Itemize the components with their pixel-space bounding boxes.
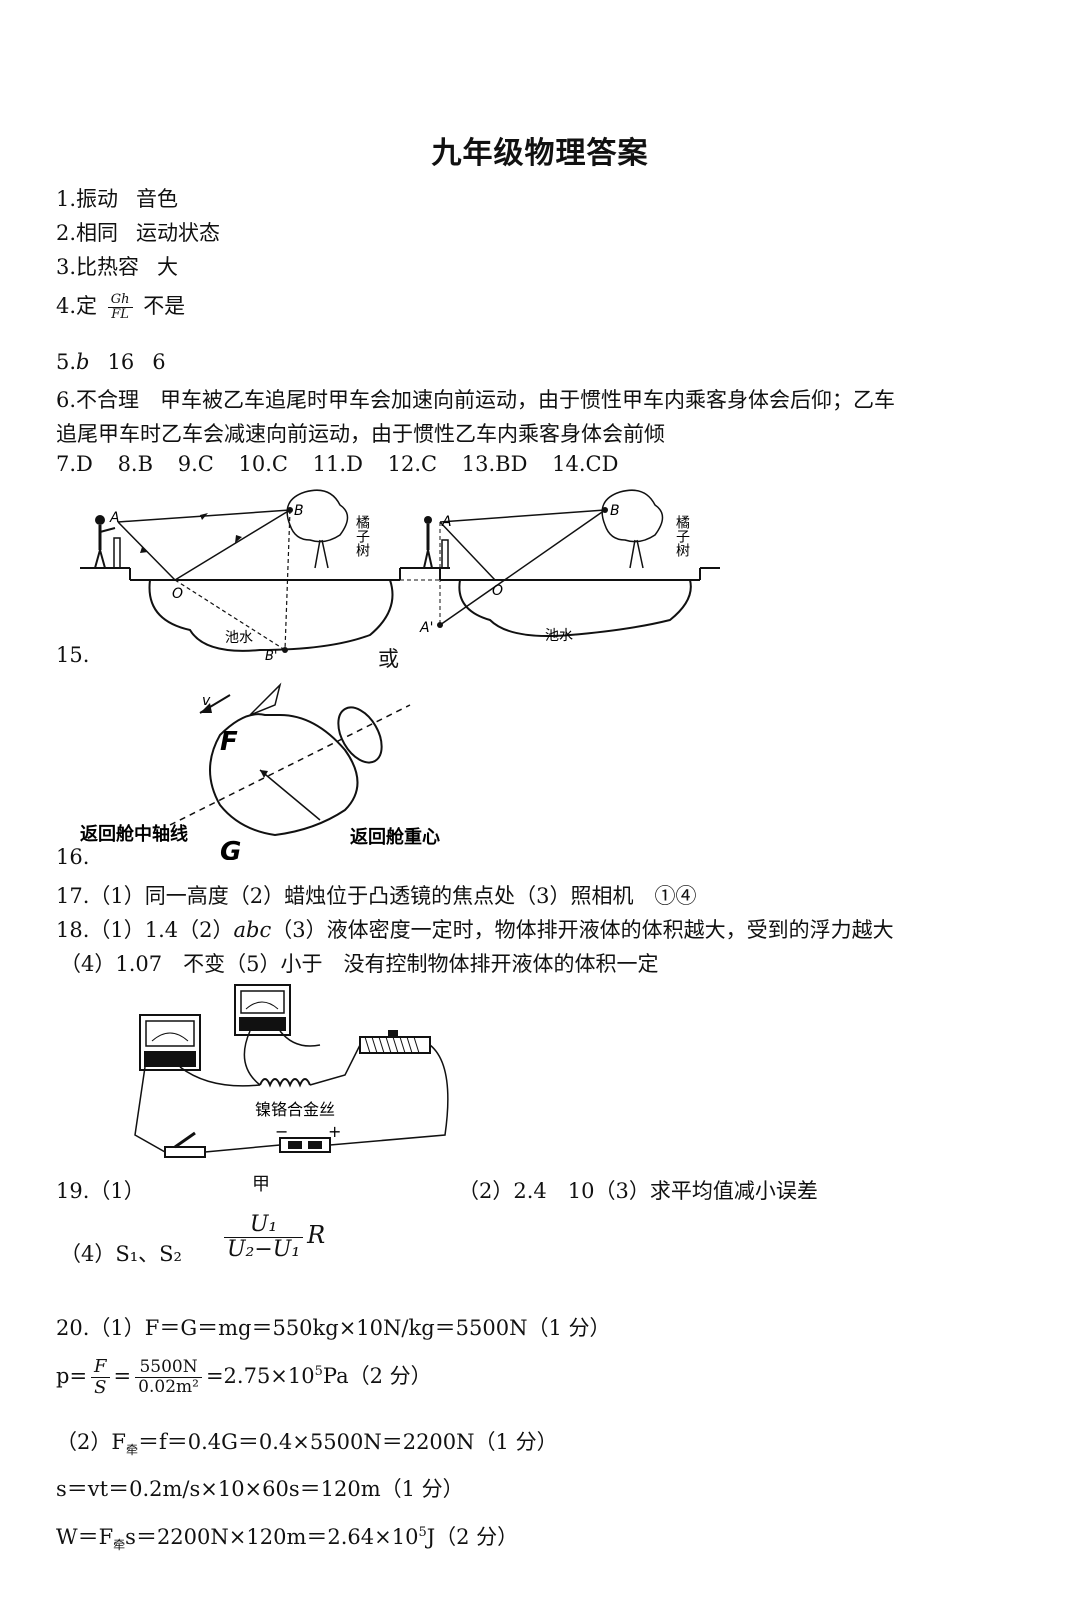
answer-19-part-4: （4）S₁、S₂ — [60, 1242, 182, 1266]
answer-text: 不是 — [143, 294, 186, 318]
answer-text: 16 — [107, 350, 135, 374]
figure-15-right: A B O A' 池水 橘子树 — [400, 489, 720, 644]
label-point-b: B — [610, 503, 620, 519]
answer-15-number: 15. — [56, 643, 90, 667]
answer-18-line-1: 18.（1）1.4（2）abc（3）液体密度一定时，物体排开液体的体积越大，受到… — [56, 918, 894, 942]
answer-17: 17.（1）同一高度（2）蜡烛位于凸透镜的焦点处（3）照相机 ①④ — [56, 884, 697, 908]
answer-6-line-2: 追尾甲车时乙车会减速向前运动，由于惯性乙车内乘客身体会前倾 — [56, 422, 665, 446]
answer-2: 2.相同运动状态 — [56, 217, 220, 247]
answer-text: 6 — [152, 350, 166, 374]
answer-20-line-4: s＝vt＝0.2m/s×10×60s＝120m（1 分） — [56, 1477, 464, 1501]
label-capsule-center-of-gravity: 返回舱重心 — [350, 826, 440, 848]
figure-15-left: A B O B' 池水 橘子树 — [80, 489, 450, 664]
answer-text: 比热容 — [76, 255, 140, 279]
answer-number: 4. — [56, 294, 77, 318]
answer-text: 定 — [76, 294, 98, 318]
answer-19-part-1: 19.（1） — [56, 1179, 145, 1203]
label-force-f: F — [220, 727, 238, 757]
nichrome-coil — [259, 1078, 311, 1088]
page-title: 九年级物理答案 — [431, 136, 649, 171]
answer-number: 2. — [56, 221, 77, 245]
label-capsule-axis: 返回舱中轴线 — [80, 823, 188, 845]
choice-answers: 7.D 8.B 9.C 10.C 11.D 12.C 13.BD 14.CD — [56, 452, 618, 476]
choice-answer: 8.B — [117, 452, 154, 476]
ammeter-top — [234, 984, 291, 1036]
answer-20-line-5: W＝F牵s＝2200N×120m＝2.64×105J（2 分） — [56, 1525, 519, 1553]
answer-16-number: 16. — [56, 845, 90, 869]
label-velocity: v — [202, 693, 211, 709]
choice-answer: 10.C — [238, 452, 288, 476]
rheostat — [359, 1030, 431, 1054]
label-point-b-prime: B' — [265, 649, 278, 664]
answer-text: 音色 — [136, 187, 179, 211]
answer-number: 3. — [56, 255, 77, 279]
figure-19-caption: 甲 — [252, 1174, 270, 1195]
label-point-a: A — [441, 514, 452, 530]
answer-6-line-1: 6.不合理 甲车被乙车追尾时甲车会加速向前运动，由于惯性甲车内乘客身体会后仰；乙… — [56, 388, 896, 412]
answer-number: 5. — [56, 350, 77, 374]
label-point-o: O — [172, 586, 183, 602]
answer-20-line-3: （2）F牵＝f＝0.4G＝0.4×5500N＝2200N（1 分） — [56, 1430, 558, 1458]
choice-answer: 7.D — [56, 452, 93, 476]
answer-18-line-2: （4）1.07 不变（5）小于 没有控制物体排开液体的体积一定 — [60, 952, 659, 976]
choice-answer: 12.C — [387, 452, 438, 476]
label-tangerine-tree: 橘子树 — [354, 515, 370, 558]
choice-answer: 14.CD — [552, 452, 619, 476]
label-point-a-prime: A' — [419, 620, 433, 636]
figure-16-return-capsule: v F G 返回舱中轴线 返回舱重心 — [80, 682, 440, 860]
switch — [164, 1131, 206, 1158]
label-point-b: B — [294, 503, 304, 519]
choice-answer: 13.BD — [461, 452, 528, 476]
voltmeter-left — [139, 1014, 201, 1071]
answer-number: 1. — [56, 187, 77, 211]
label-tangerine-tree: 橘子树 — [674, 515, 690, 558]
answer-text: 振动 — [76, 187, 119, 211]
answer-20-line-1: 20.（1）F＝G＝mg＝550kg×10N/kg＝5500N（1 分） — [56, 1316, 611, 1340]
choice-answer: 11.D — [312, 452, 363, 476]
label-pond-water: 池水 — [225, 630, 253, 646]
label-negative-terminal: − — [275, 1122, 288, 1141]
label-force-g: G — [220, 837, 241, 860]
answer-text: 大 — [157, 255, 179, 279]
label-point-a: A — [109, 510, 120, 526]
answer-text: 运动状态 — [136, 221, 221, 245]
answer-text: 相同 — [76, 221, 119, 245]
label-positive-terminal: + — [328, 1122, 341, 1141]
label-pond-water: 池水 — [545, 628, 573, 644]
answer-15-or: 或 — [378, 647, 399, 671]
answer-text: b — [76, 350, 90, 374]
answer-19-part-2: （2）2.4 10（3）求平均值减小误差 — [458, 1179, 818, 1203]
label-nichrome-wire: 镍铬合金丝 — [255, 1100, 335, 1119]
answer-5: 5.b 16 6 — [56, 350, 166, 374]
choice-answer: 9.C — [177, 452, 214, 476]
answer-3: 3.比热容大 — [56, 251, 178, 281]
label-point-o: O — [492, 583, 503, 599]
figure-15-reflection: A B O B' 池水 橘子树 — [80, 489, 720, 664]
answer-1: 1.振动音色 — [56, 183, 178, 213]
figure-19-circuit: 镍铬合金丝 − + — [134, 984, 449, 1158]
